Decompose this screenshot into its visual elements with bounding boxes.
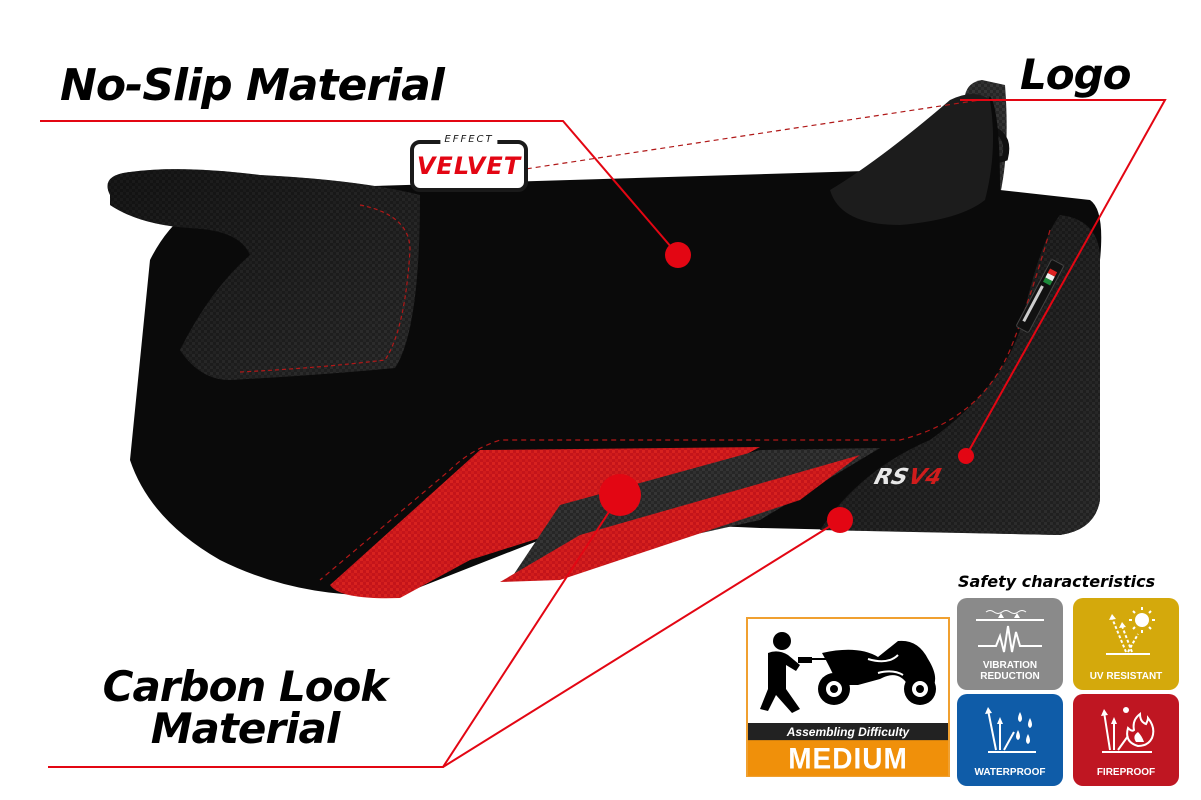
safety-tile-fireproof: FIREPROOF [1073,694,1179,786]
assembly-difficulty-label: Assembling Difficulty [748,723,948,741]
flame-icon [1101,707,1155,753]
water-drops-icon [985,707,1036,753]
callout-label-carbon-line1: Carbon Look [102,662,389,711]
safety-characteristics-title: Safety characteristics [958,572,1156,591]
safety-label-waterproof: WATERPROOF [974,767,1046,778]
safety-label-vibration-line1: VIBRATION [982,660,1038,671]
rsv4-logo: RS V4 [869,465,947,490]
callout-label-logo: Logo [1020,50,1132,99]
callout-dot-carbon-red [599,474,641,516]
safety-tile-vibration: VIBRATION REDUCTION [957,598,1063,690]
callout-label-carbon: Carbon Look Material [50,666,440,750]
safety-label-fireproof: FIREPROOF [1096,767,1156,778]
safety-label-vibration-line2: REDUCTION [980,671,1040,682]
safety-label-uv: UV RESISTANT [1089,671,1163,682]
vibration-icon [976,610,1044,653]
uv-sun-icon [1106,607,1155,655]
callout-dot-logo [958,448,974,464]
callout-label-no-slip: No-Slip Material [60,60,445,111]
assembly-difficulty-level: MEDIUM [748,740,948,776]
safety-tile-uv: UV RESISTANT [1073,598,1179,690]
safety-tile-waterproof: WATERPROOF [957,694,1063,786]
callout-label-carbon-line2: Material [150,704,341,753]
velvet-effect-badge: EFFECT VELVET [410,134,528,192]
mechanic-motorcycle-icon [760,632,936,713]
velvet-word: VELVET [416,152,522,180]
velvet-effect-label: EFFECT [440,134,498,145]
callout-dot-noslip [665,242,691,268]
assembly-difficulty-card: Assembling Difficulty MEDIUM [746,617,950,777]
callout-dot-carbon-side [827,507,853,533]
